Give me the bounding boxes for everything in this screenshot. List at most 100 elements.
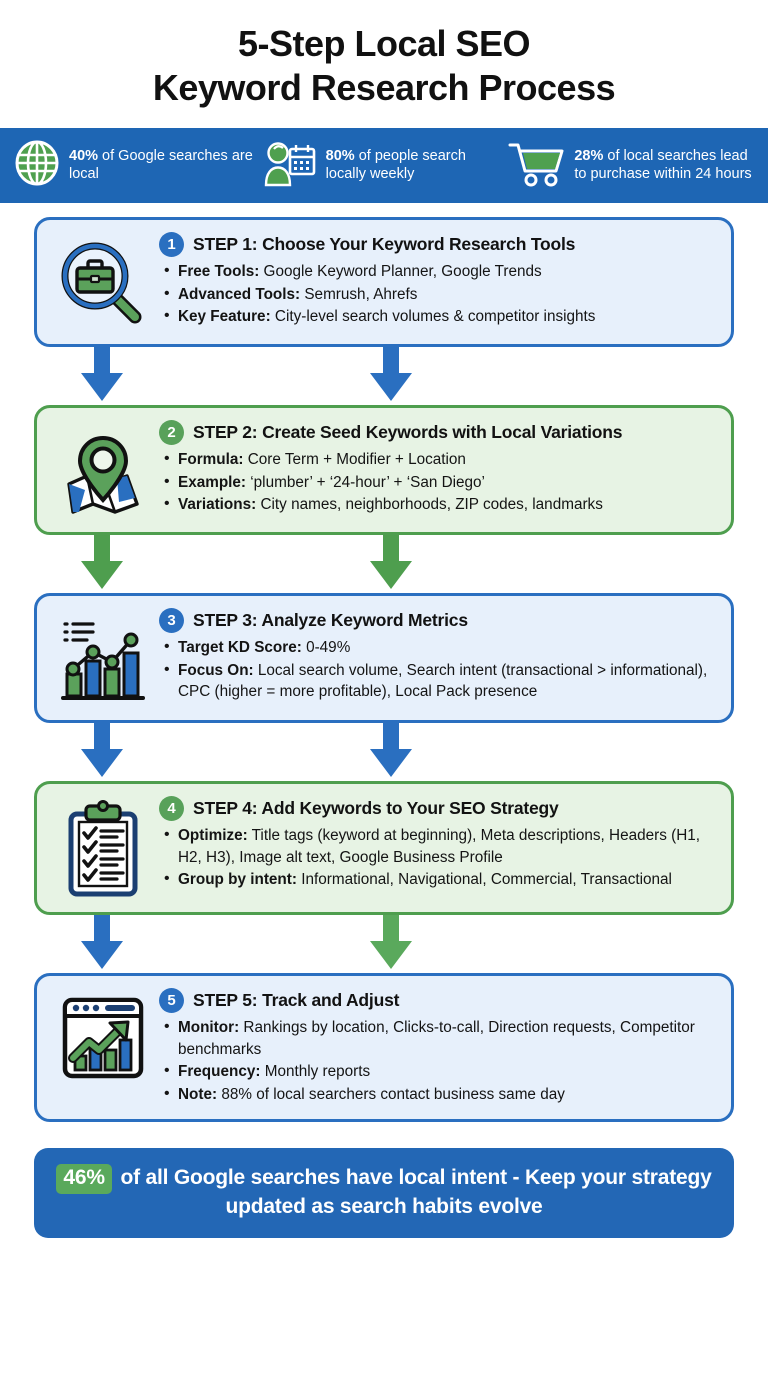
bullet-label: Group by intent: [178, 871, 297, 889]
bullet-label: Advanced Tools: [178, 285, 301, 303]
bullet-text: Rankings by location, Clicks-to-call, Di… [178, 1018, 695, 1058]
stat-label: of local searches lead to purchase withi… [574, 148, 752, 183]
stat-value: 40% [69, 148, 99, 165]
bullet-text: 0-49% [301, 638, 351, 656]
arrow-down-right-icon [370, 342, 412, 401]
bullet-label: Note: [178, 1085, 218, 1103]
bullet-text: Semrush, Ahrefs [300, 285, 418, 303]
globe-icon [14, 139, 60, 192]
step-title: STEP 4: Add Keywords to Your SEO Strateg… [193, 797, 559, 818]
footer-message: of all Google searches have local intent… [114, 1165, 712, 1218]
step-head-3: 3 STEP 3: Analyze Keyword Metrics [159, 607, 715, 633]
bullet-item: Focus On: Local search volume, Search in… [164, 659, 715, 703]
arrow-down-left-icon [81, 718, 123, 777]
bullet-text: ‘plumber’ + ‘24-hour’ + ‘San Diego’ [246, 473, 485, 491]
bullet-item: Group by intent: Informational, Navigati… [164, 868, 715, 891]
step-body-3: 3 STEP 3: Analyze Keyword Metrics Target… [159, 607, 717, 704]
stat-label: of people search locally weekly [325, 148, 466, 183]
step-bullets-2: Formula: Core Term + Modifier + Location… [159, 448, 715, 516]
step-title: STEP 1: Choose Your Keyword Research Too… [193, 233, 576, 254]
bullet-label: Focus On: [178, 661, 254, 679]
connector-3-to-4 [34, 718, 734, 781]
footer-percent-badge: 46% [56, 1163, 112, 1194]
stat-label: of Google searches are local [69, 148, 253, 183]
bullet-item: Optimize: Title tags (keyword at beginni… [164, 824, 715, 868]
connector-4-to-5 [34, 910, 734, 973]
steps-flow: 1 STEP 1: Choose Your Keyword Research T… [0, 216, 768, 1122]
stat-item-local-searches: 40% of Google searches are local [14, 139, 261, 192]
stat-value: 80% [325, 148, 355, 165]
bullet-item: Advanced Tools: Semrush, Ahrefs [164, 283, 715, 306]
connector-2-to-3 [34, 530, 734, 593]
title-line-2: Keyword Research Process [152, 66, 616, 108]
step-card-3[interactable]: 3 STEP 3: Analyze Keyword Metrics Target… [34, 592, 734, 723]
step-number-badge: 1 [159, 231, 184, 257]
bullet-item: Note: 88% of local searchers contact bus… [164, 1083, 715, 1106]
clipboard-checklist-icon [47, 796, 159, 900]
bullet-label: Target KD Score: [178, 638, 302, 656]
bullet-text: Core Term + Modifier + Location [243, 450, 466, 468]
step-bullets-5: Monitor: Rankings by location, Clicks-to… [159, 1016, 715, 1106]
bullet-text: Local search volume, Search intent (tran… [178, 661, 708, 701]
step-body-2: 2 STEP 2: Create Seed Keywords with Loca… [159, 419, 717, 517]
bullet-text: Monthly reports [260, 1063, 371, 1081]
shopping-cart-icon [507, 138, 565, 193]
connector-1-to-2 [34, 342, 734, 405]
arrow-down-left-icon [81, 910, 123, 969]
stat-item-purchase: 28% of local searches lead to purchase w… [507, 138, 754, 193]
bullet-label: Formula: [178, 450, 244, 468]
step-head-1: 1 STEP 1: Choose Your Keyword Research T… [159, 231, 715, 257]
bullet-label: Optimize: [178, 826, 248, 844]
bullet-text: Google Keyword Planner, Google Trends [259, 262, 542, 280]
map-pin-icon [47, 420, 159, 520]
bullet-label: Example: [178, 473, 247, 491]
bullet-label: Monitor: [178, 1018, 240, 1036]
briefcase-magnifier-icon [47, 232, 159, 332]
bullet-item: Monitor: Rankings by location, Clicks-to… [164, 1016, 715, 1060]
bullet-text: Title tags (keyword at beginning), Meta … [178, 826, 701, 866]
step-body-1: 1 STEP 1: Choose Your Keyword Research T… [159, 231, 717, 329]
step-body-4: 4 STEP 4: Add Keywords to Your SEO Strat… [159, 795, 717, 892]
step-number-badge: 2 [159, 419, 184, 445]
bullet-item: Free Tools: Google Keyword Planner, Goog… [164, 260, 715, 283]
arrow-down-right-icon [370, 910, 412, 969]
bullet-item: Key Feature: City-level search volumes &… [164, 305, 715, 328]
step-number-badge: 3 [159, 607, 184, 633]
step-bullets-4: Optimize: Title tags (keyword at beginni… [159, 824, 715, 891]
bullet-item: Frequency: Monthly reports [164, 1060, 715, 1083]
step-title: STEP 5: Track and Adjust [193, 989, 400, 1010]
step-head-2: 2 STEP 2: Create Seed Keywords with Loca… [159, 419, 715, 445]
stat-item-weekly-search: 80% of people search locally weekly [261, 139, 508, 192]
browser-growth-chart-icon [47, 988, 159, 1084]
bullet-text: Informational, Navigational, Commercial,… [296, 871, 672, 889]
step-number-badge: 4 [159, 795, 184, 821]
bullet-item: Variations: City names, neighborhoods, Z… [164, 493, 715, 516]
step-body-5: 5 STEP 5: Track and Adjust Monitor: Rank… [159, 987, 717, 1107]
step-number-badge: 5 [159, 987, 184, 1013]
step-card-1[interactable]: 1 STEP 1: Choose Your Keyword Research T… [34, 216, 734, 347]
footer-text: 46% of all Google searches have local in… [56, 1163, 712, 1221]
step-card-4[interactable]: 4 STEP 4: Add Keywords to Your SEO Strat… [34, 780, 734, 915]
bullet-text: City names, neighborhoods, ZIP codes, la… [256, 496, 603, 514]
footer-banner: 46% of all Google searches have local in… [34, 1147, 734, 1239]
stat-text: 40% of Google searches are local [69, 147, 261, 183]
person-calendar-icon [261, 139, 317, 192]
title-line-1: 5-Step Local SEO [237, 23, 531, 64]
bar-chart-trend-icon [47, 608, 159, 708]
bullet-label: Free Tools: [178, 262, 260, 280]
step-head-4: 4 STEP 4: Add Keywords to Your SEO Strat… [159, 795, 715, 821]
step-card-2[interactable]: 2 STEP 2: Create Seed Keywords with Loca… [34, 404, 734, 535]
arrow-down-right-icon [370, 530, 412, 589]
bullet-item: Formula: Core Term + Modifier + Location [164, 448, 715, 471]
stat-value: 28% [574, 148, 604, 165]
step-card-5[interactable]: 5 STEP 5: Track and Adjust Monitor: Rank… [34, 972, 734, 1122]
bullet-label: Variations: [178, 496, 257, 514]
bullet-item: Example: ‘plumber’ + ‘24-hour’ + ‘San Di… [164, 471, 715, 494]
bullet-label: Frequency: [178, 1063, 261, 1081]
stats-bar: 40% of Google searches are local 80% of … [0, 127, 768, 203]
stat-text: 80% of people search locally weekly [326, 147, 508, 183]
arrow-down-left-icon [81, 342, 123, 401]
step-title: STEP 2: Create Seed Keywords with Local … [193, 421, 623, 442]
step-head-5: 5 STEP 5: Track and Adjust [159, 987, 715, 1013]
step-bullets-1: Free Tools: Google Keyword Planner, Goog… [159, 260, 715, 328]
